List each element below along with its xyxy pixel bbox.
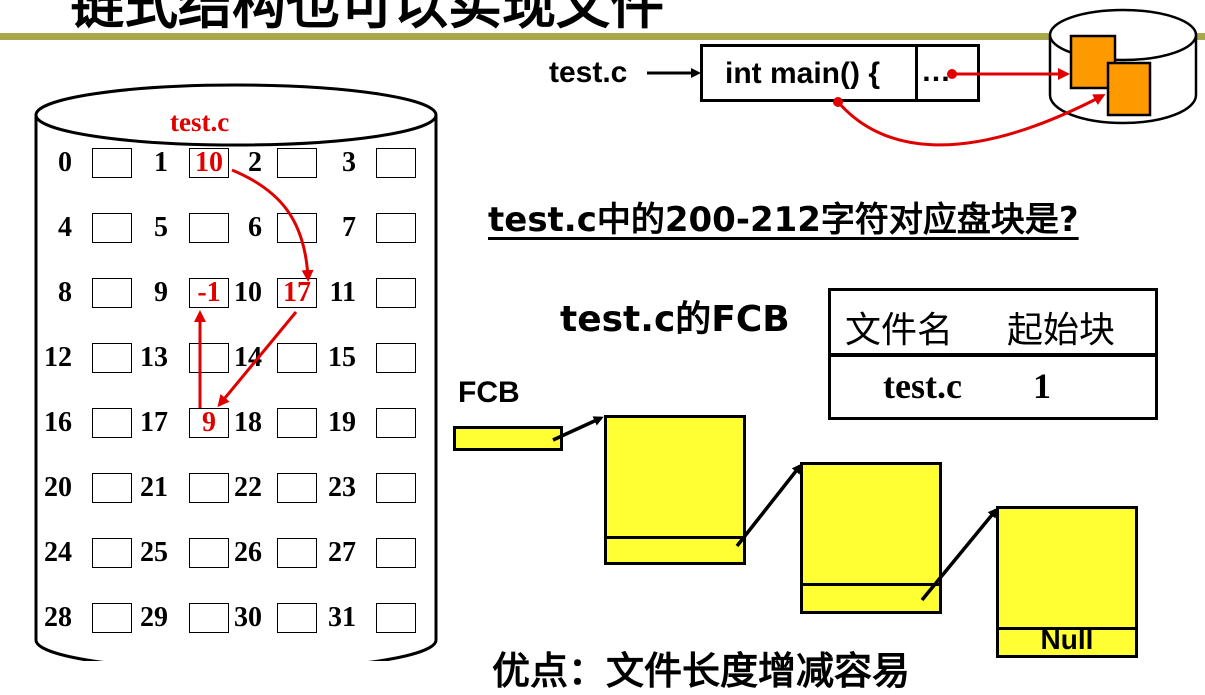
block-cell-8 [92, 278, 132, 308]
block-number-20: 20 [44, 472, 72, 503]
block-cell-2 [277, 148, 317, 178]
fcb-table-header: 文件名 起始块 [828, 288, 1158, 356]
block-number-7: 7 [342, 212, 356, 243]
block-cell-6 [277, 213, 317, 243]
block-cell-27 [376, 538, 416, 568]
block-number-8: 8 [58, 277, 72, 308]
block-number-4: 4 [58, 212, 72, 243]
block-number-16: 16 [44, 407, 72, 438]
block-number-29: 29 [140, 602, 168, 633]
block-cell-21 [189, 473, 229, 503]
block-number-28: 28 [44, 602, 72, 633]
chain-fcb-label: FCB [458, 376, 520, 409]
fcb-cell-startblock: 1 [1033, 366, 1051, 406]
block-cell-22 [277, 473, 317, 503]
block-number-21: 21 [140, 472, 168, 503]
file-name-label: test.c [549, 56, 628, 89]
block-cell-15 [376, 343, 416, 373]
block-cell-25 [189, 538, 229, 568]
advantage-text: 优点：文件长度增减容易 [492, 649, 911, 693]
null-label: Null [1040, 624, 1094, 655]
file-ellipsis: … [921, 55, 951, 88]
fcb-header-filename: 文件名 [845, 310, 954, 351]
slide-title: 链式结构也可以实现文件 [70, 0, 664, 36]
link-arrow-1 [735, 463, 802, 548]
block-cell-24 [92, 538, 132, 568]
block-number-19: 19 [328, 407, 356, 438]
block-cell-23 [376, 473, 416, 503]
block-cell-17: 9 [189, 408, 229, 438]
pointer-arrow-2 [836, 94, 1106, 147]
block-number-31: 31 [328, 602, 356, 633]
block-cell-12 [92, 343, 132, 373]
question-text: test.c中的200-212字符对应盘块是? [488, 200, 1079, 240]
block-number-23: 23 [328, 472, 356, 503]
block-cell-16 [92, 408, 132, 438]
block-number-27: 27 [328, 537, 356, 568]
block-number-22: 22 [234, 472, 262, 503]
block-number-15: 15 [328, 342, 356, 373]
block-number-26: 26 [234, 537, 262, 568]
memory-block-2 [1106, 61, 1152, 117]
block-number-18: 18 [234, 407, 262, 438]
block-cell-30 [277, 603, 317, 633]
block-number-9: 9 [154, 277, 168, 308]
file-bar-divider [915, 47, 918, 99]
block-number-1: 1 [154, 147, 168, 178]
block-cell-13 [189, 343, 229, 373]
block-number-14: 14 [234, 342, 262, 373]
block-cell-19 [376, 408, 416, 438]
fcb-table-row: test.c 1 [828, 354, 1158, 420]
block-cell-4 [92, 213, 132, 243]
block-number-11: 11 [329, 277, 356, 308]
block-number-5: 5 [154, 212, 168, 243]
block-number-30: 30 [234, 602, 262, 633]
file-code-text: int main() { [725, 57, 880, 90]
memory-block-1 [1069, 34, 1117, 90]
block-number-12: 12 [44, 342, 72, 373]
block-cell-20 [92, 473, 132, 503]
block-cell-14 [277, 343, 317, 373]
block-number-0: 0 [58, 147, 72, 178]
block-cell-10: 17 [277, 278, 317, 308]
block-cell-31 [376, 603, 416, 633]
block-cell-7 [376, 213, 416, 243]
block-number-2: 2 [248, 147, 262, 178]
chain-fcb-bar [453, 426, 563, 451]
chain-block-1-divider [607, 536, 743, 539]
chain-block-2 [800, 462, 942, 614]
fcb-header-startblock: 起始块 [1007, 310, 1116, 351]
fcb-cell-filename: test.c [883, 366, 962, 406]
block-cell-1: 10 [189, 148, 229, 178]
fcb-table: 文件名 起始块 test.c 1 [828, 288, 1158, 420]
memory-cylinder [1048, 8, 1198, 125]
block-number-3: 3 [342, 147, 356, 178]
disk-file-label: test.c [170, 107, 230, 137]
fcb-title: test.c的FCB [560, 299, 790, 340]
block-cell-29 [189, 603, 229, 633]
title-rule [0, 33, 1205, 40]
chain-block-2-divider [803, 583, 939, 586]
chain-block-1 [604, 415, 746, 565]
chain-block-3-divider [999, 627, 1135, 630]
block-cell-0 [92, 148, 132, 178]
block-number-10: 10 [234, 277, 262, 308]
block-number-13: 13 [140, 342, 168, 373]
block-cell-5 [189, 213, 229, 243]
block-number-17: 17 [140, 407, 168, 438]
block-number-6: 6 [248, 212, 262, 243]
block-cell-26 [277, 538, 317, 568]
block-cell-18 [277, 408, 317, 438]
file-content-bar: int main() { … [700, 44, 980, 102]
block-cell-11 [376, 278, 416, 308]
chain-block-3: Null [996, 506, 1138, 658]
block-cell-28 [92, 603, 132, 633]
block-number-25: 25 [140, 537, 168, 568]
block-cell-3 [376, 148, 416, 178]
block-number-24: 24 [44, 537, 72, 568]
block-cell-9: -1 [189, 278, 229, 308]
